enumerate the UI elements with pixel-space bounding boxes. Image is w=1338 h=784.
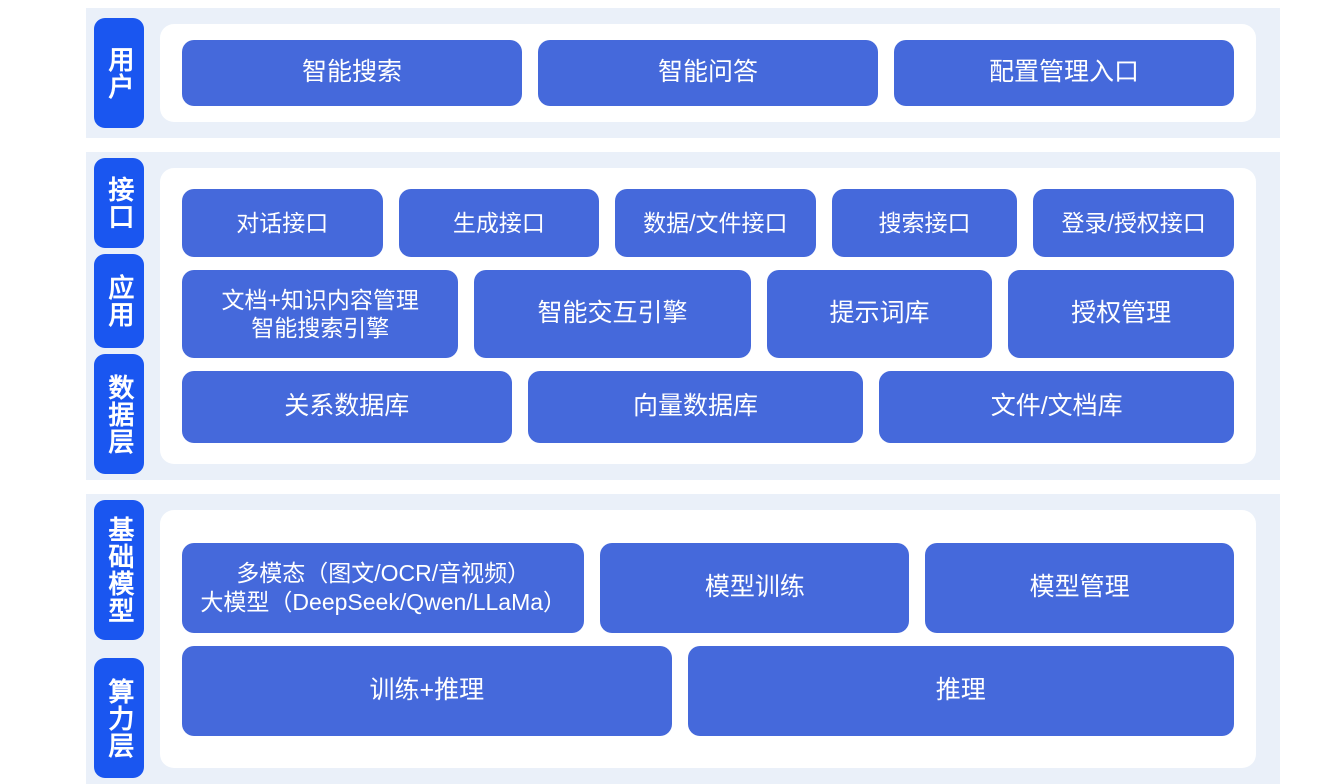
row-api-layer: 对话接口 生成接口 数据/文件接口 搜索接口 登录/授权接口 xyxy=(182,189,1234,257)
box-generation-api[interactable]: 生成接口 xyxy=(398,189,600,257)
section-infrastructure: 基础模型 算力层 多模态（图文/OCR/音视频） 大模型（DeepSeek/Qw… xyxy=(86,494,1280,784)
box-dialog-api[interactable]: 对话接口 xyxy=(182,189,383,257)
row-user-entries: 智能搜索 智能问答 配置管理入口 xyxy=(182,40,1234,106)
side-tab-compute[interactable]: 算力层 xyxy=(94,658,144,778)
card-platform: 对话接口 生成接口 数据/文件接口 搜索接口 登录/授权接口 文档+知识内容管理… xyxy=(160,168,1256,464)
side-tab-user[interactable]: 用户 xyxy=(94,18,144,128)
box-data-file-api[interactable]: 数据/文件接口 xyxy=(615,189,816,257)
side-tab-foundation-model[interactable]: 基础模型 xyxy=(94,500,144,640)
box-relational-database[interactable]: 关系数据库 xyxy=(182,371,512,443)
box-inference[interactable]: 推理 xyxy=(687,645,1234,736)
side-tab-application[interactable]: 应用 xyxy=(94,254,144,348)
card-user: 智能搜索 智能问答 配置管理入口 xyxy=(160,24,1256,122)
row-data-layer: 关系数据库 向量数据库 文件/文档库 xyxy=(182,371,1234,443)
tab-column-user: 用户 xyxy=(86,8,152,138)
box-config-management-entry[interactable]: 配置管理入口 xyxy=(894,40,1234,106)
box-prompt-library[interactable]: 提示词库 xyxy=(766,270,993,358)
box-model-training[interactable]: 模型训练 xyxy=(600,542,910,633)
box-intelligent-search[interactable]: 智能搜索 xyxy=(182,40,522,106)
box-intelligent-qa[interactable]: 智能问答 xyxy=(538,40,878,106)
tab-column-infrastructure: 基础模型 算力层 xyxy=(86,494,152,784)
row-model-layer: 多模态（图文/OCR/音视频） 大模型（DeepSeek/Qwen/LLaMa）… xyxy=(182,542,1234,633)
box-vector-database[interactable]: 向量数据库 xyxy=(527,371,864,443)
box-model-management[interactable]: 模型管理 xyxy=(925,542,1234,633)
section-platform: 接口 应用 数据层 对话接口 生成接口 数据/文件接口 搜索接口 登录/授权接口… xyxy=(86,152,1280,480)
box-intelligent-interaction-engine[interactable]: 智能交互引擎 xyxy=(474,270,751,358)
row-compute-layer: 训练+推理 推理 xyxy=(182,645,1234,736)
box-login-auth-api[interactable]: 登录/授权接口 xyxy=(1033,189,1234,257)
side-tab-data[interactable]: 数据层 xyxy=(94,354,144,474)
card-infrastructure: 多模态（图文/OCR/音视频） 大模型（DeepSeek/Qwen/LLaMa）… xyxy=(160,510,1256,768)
box-authorization-management[interactable]: 授权管理 xyxy=(1008,270,1234,358)
box-multimodal-foundation-model[interactable]: 多模态（图文/OCR/音视频） 大模型（DeepSeek/Qwen/LLaMa） xyxy=(182,542,585,633)
box-training-inference[interactable]: 训练+推理 xyxy=(182,645,672,736)
box-search-api[interactable]: 搜索接口 xyxy=(831,189,1018,257)
side-tab-interface[interactable]: 接口 xyxy=(94,158,144,248)
box-document-knowledge-management[interactable]: 文档+知识内容管理 智能搜索引擎 xyxy=(182,270,459,358)
row-application-layer: 文档+知识内容管理 智能搜索引擎 智能交互引擎 提示词库 授权管理 xyxy=(182,270,1234,358)
tab-column-platform: 接口 应用 数据层 xyxy=(86,152,152,480)
section-user: 用户 智能搜索 智能问答 配置管理入口 xyxy=(86,8,1280,138)
box-file-document-store[interactable]: 文件/文档库 xyxy=(879,371,1234,443)
